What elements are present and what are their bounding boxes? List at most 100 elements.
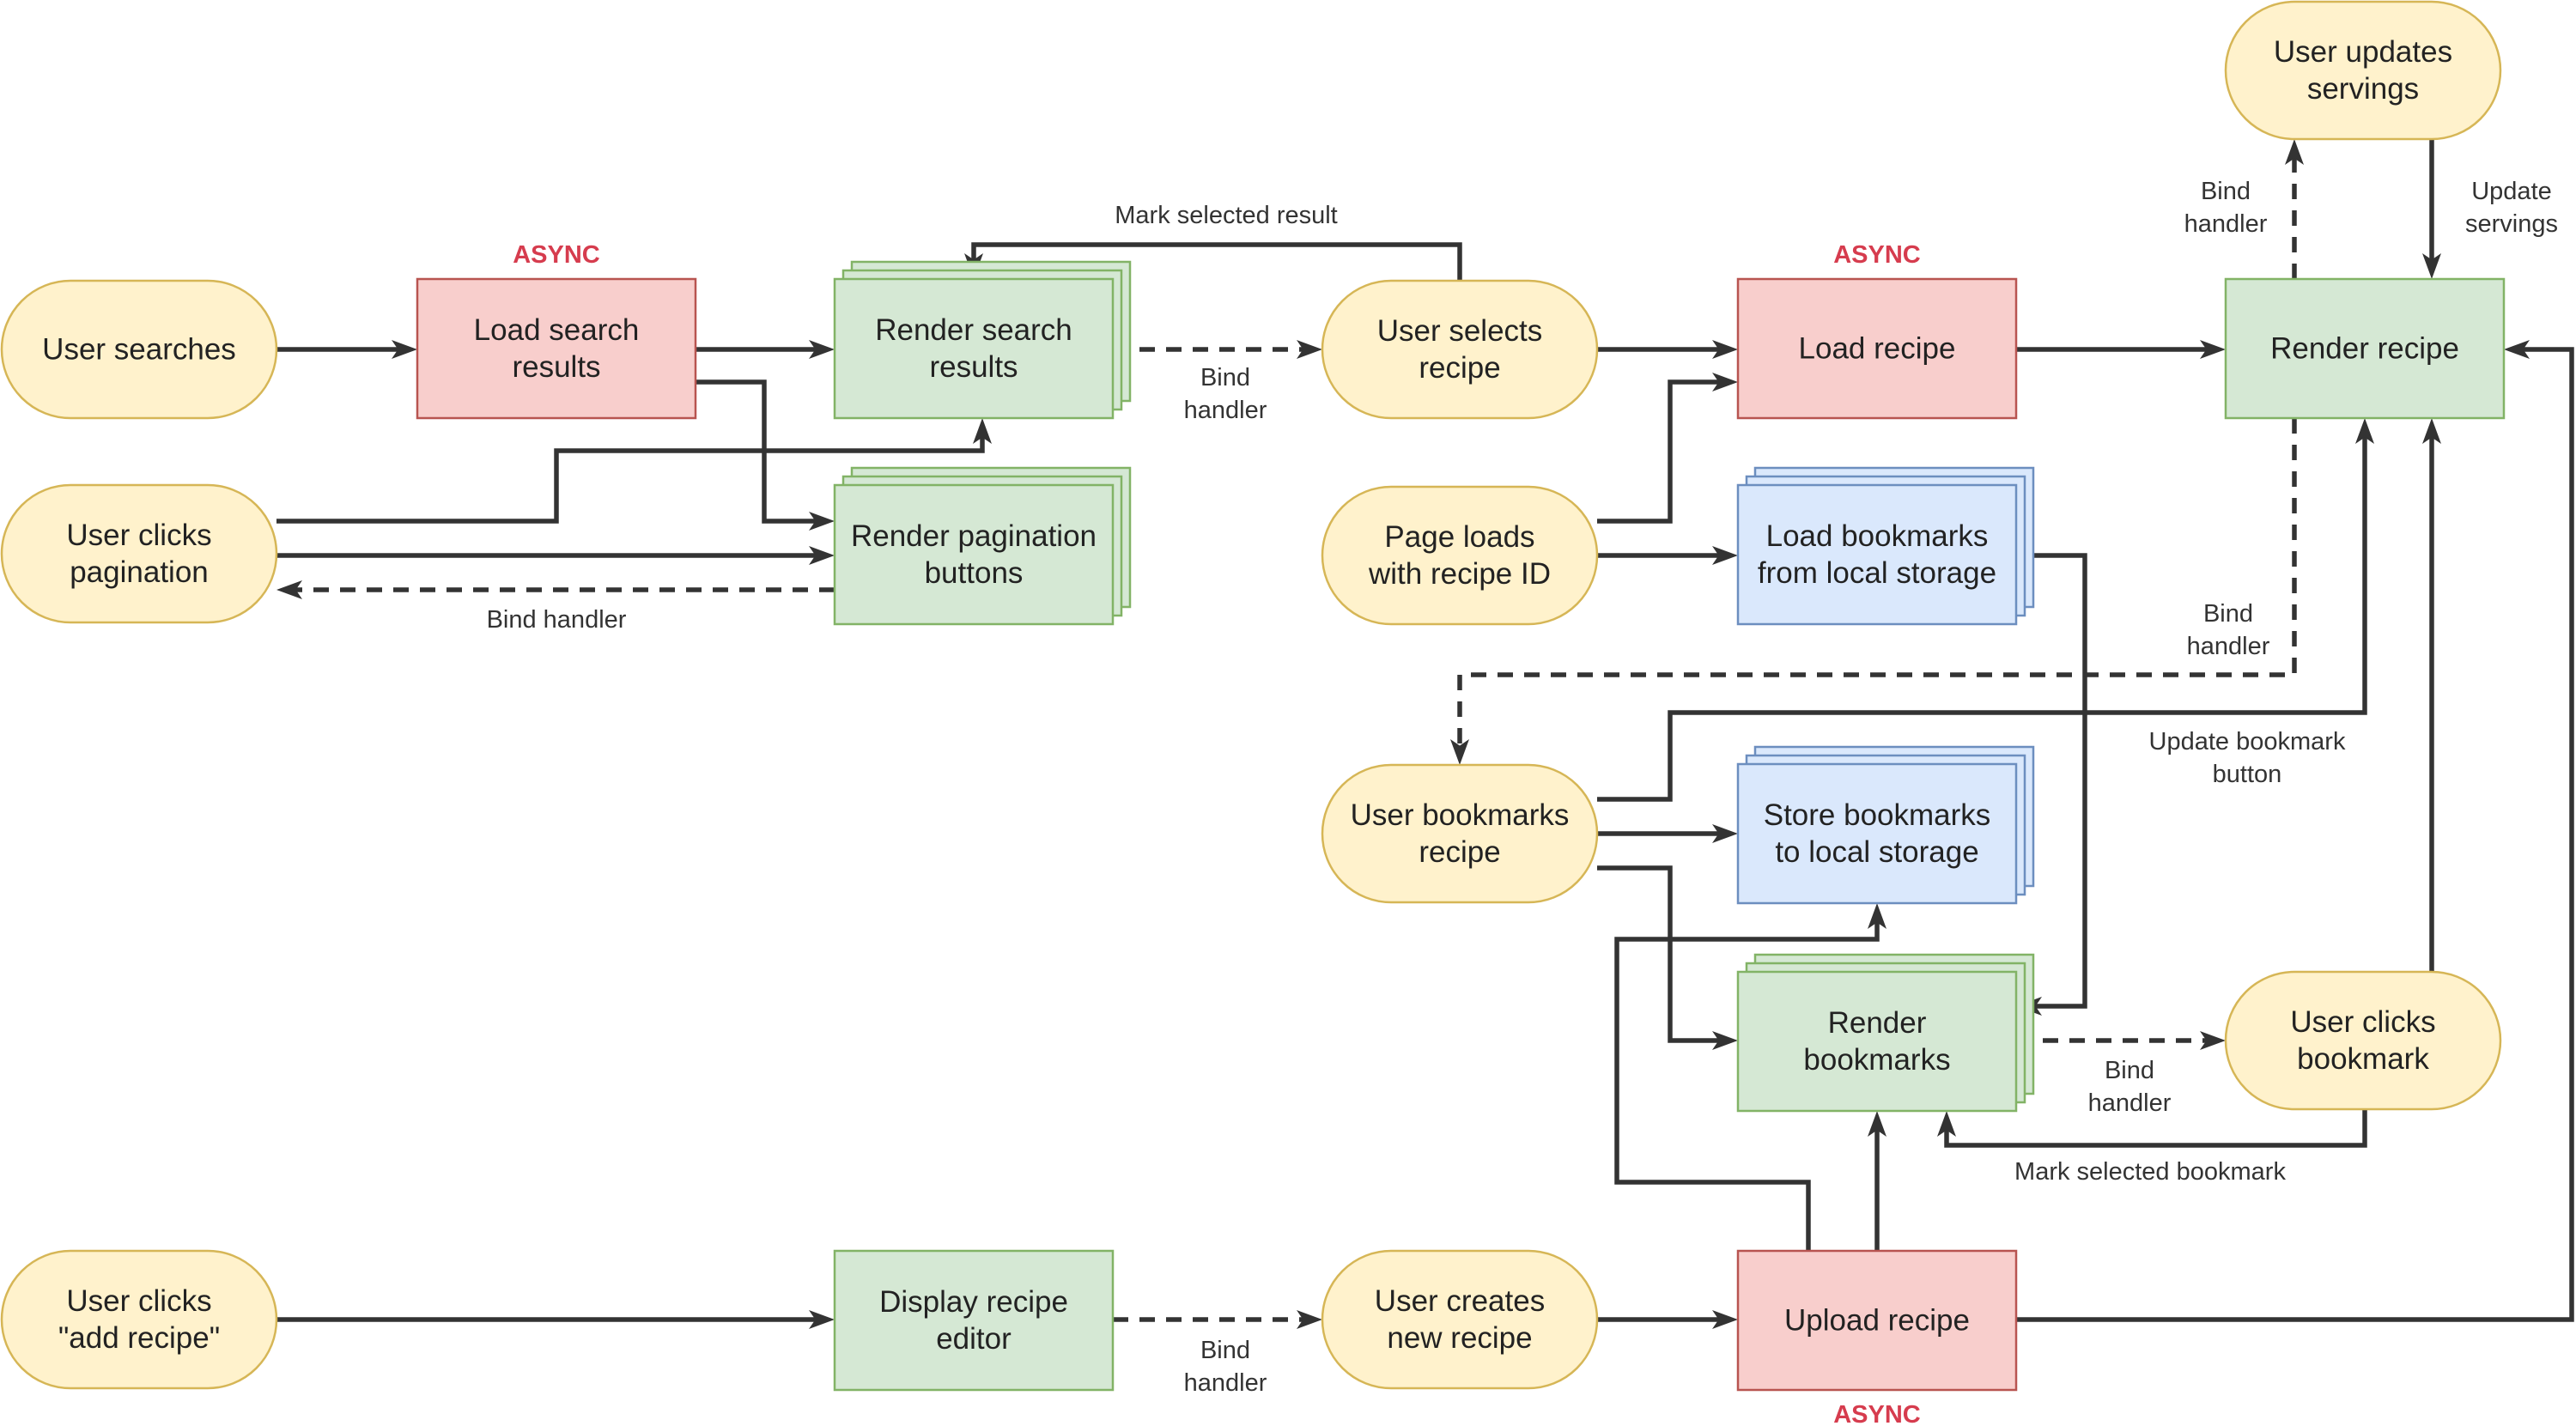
node-label: to local storage bbox=[1775, 835, 1978, 869]
edge-selects-to-load-recipe bbox=[1597, 340, 1738, 359]
arrow-head bbox=[1868, 1111, 1886, 1137]
arrow-head bbox=[809, 546, 835, 565]
edge-label-line: Update bookmark bbox=[2149, 728, 2346, 755]
edge-line bbox=[1597, 379, 1721, 524]
node-label: Render pagination bbox=[851, 519, 1097, 553]
node-shape bbox=[1321, 763, 1599, 904]
node-shape bbox=[416, 277, 697, 420]
edge-render-recipe-bind-servings bbox=[2285, 139, 2304, 279]
arrow-head bbox=[1712, 824, 1738, 843]
node-label: from local storage bbox=[1758, 556, 1996, 590]
node-shape bbox=[0, 279, 278, 420]
arrow-head bbox=[1937, 1111, 1956, 1137]
node-label: pagination bbox=[70, 555, 209, 589]
edge-line bbox=[276, 435, 985, 524]
arrow-head bbox=[2200, 340, 2226, 359]
edge-load-recipe-to-render-recipe bbox=[2016, 340, 2226, 359]
node-shape bbox=[0, 483, 278, 624]
arrow-head bbox=[1297, 1310, 1322, 1329]
diagram-edges bbox=[276, 139, 2574, 1329]
bind-handler-pagination-label: Bind handler bbox=[487, 606, 627, 634]
node-shape bbox=[1321, 1249, 1599, 1390]
bind-handler-servings-label: Bind handler bbox=[2184, 178, 2268, 238]
mark-selected-result-label: Mark selected result bbox=[1115, 202, 1338, 229]
edge-label-line: Bind bbox=[1200, 1337, 1250, 1364]
edge-label-line: Update bbox=[2471, 178, 2552, 205]
node-shape bbox=[1736, 1249, 2018, 1392]
edge-add-recipe-to-editor bbox=[276, 1310, 835, 1329]
node-label: with recipe ID bbox=[1368, 557, 1551, 591]
edge-label-line: Bind bbox=[2201, 178, 2251, 205]
node-label: Load search bbox=[474, 313, 640, 347]
load-recipe-node: Load recipe bbox=[1736, 277, 2018, 420]
edge-clicks-bookmark-to-render-recipe bbox=[2422, 418, 2441, 972]
async-tag: ASYNC bbox=[1833, 1401, 1921, 1426]
node-shape bbox=[833, 277, 1115, 420]
node-label: Store bookmarks bbox=[1764, 798, 1991, 832]
node-label: "add recipe" bbox=[58, 1321, 220, 1355]
upload-recipe-node: Upload recipe bbox=[1736, 1249, 2018, 1392]
arrow-head bbox=[809, 512, 835, 531]
edge-line bbox=[1944, 1109, 2367, 1148]
edge-bookmarks-update-button bbox=[1597, 418, 2374, 802]
arrow-head bbox=[1868, 903, 1886, 929]
edge-pagination-to-pagination bbox=[276, 546, 835, 565]
edge-load-to-render-pagination bbox=[696, 379, 835, 531]
node-label: editor bbox=[936, 1322, 1012, 1356]
edge-page-loads-to-load-recipe bbox=[1597, 373, 1738, 524]
edge-line bbox=[2016, 553, 2087, 1009]
node-shape bbox=[2224, 970, 2502, 1111]
node-shape bbox=[2224, 277, 2506, 420]
edge-label-line: handler bbox=[1184, 397, 1267, 424]
edge-render-bookmarks-bind bbox=[2016, 1031, 2226, 1050]
node-label: results bbox=[512, 350, 600, 384]
node-label: User creates bbox=[1375, 1284, 1545, 1318]
edge-upload-to-render-bookmarks bbox=[1868, 1111, 1886, 1251]
node-shape bbox=[2224, 0, 2502, 141]
arrow-head bbox=[1712, 546, 1738, 565]
user-searches-node: User searches bbox=[0, 279, 278, 420]
edge-render-results-to-selects bbox=[1113, 340, 1322, 359]
node-label: new recipe bbox=[1387, 1321, 1532, 1355]
arrow-head bbox=[2422, 253, 2441, 279]
edge-label-line: button bbox=[2213, 761, 2282, 788]
edge-upload-to-store bbox=[1614, 903, 1886, 1251]
node-label: bookmark bbox=[2297, 1042, 2429, 1076]
edge-label-line: handler bbox=[2187, 633, 2270, 660]
edge-load-to-render-results bbox=[696, 340, 835, 359]
node-label: User clicks bbox=[2290, 1005, 2435, 1039]
edge-bookmarks-to-render-bookmarks bbox=[1597, 865, 1738, 1050]
node-shape bbox=[1736, 483, 2018, 626]
arrow-head bbox=[2504, 340, 2530, 359]
node-label: Display recipe bbox=[879, 1285, 1068, 1319]
node-shape bbox=[0, 1249, 278, 1390]
node-shape bbox=[1736, 762, 2018, 905]
arrow-head bbox=[1712, 340, 1738, 359]
node-shape bbox=[1736, 970, 2018, 1113]
arrow-head bbox=[392, 340, 417, 359]
node-label: Render search bbox=[875, 313, 1072, 347]
update-bookmark-button-label: Update bookmark button bbox=[2149, 728, 2346, 788]
node-label: Load recipe bbox=[1799, 332, 1956, 366]
edge-editor-to-creates bbox=[1113, 1310, 1322, 1329]
edge-label-line: Mark selected bookmark bbox=[2014, 1158, 2286, 1186]
async-tag: ASYNC bbox=[513, 241, 600, 269]
edge-label-line: handler bbox=[2184, 210, 2268, 238]
node-shape bbox=[1321, 485, 1599, 626]
node-label: User bookmarks bbox=[1351, 798, 1570, 832]
node-shape bbox=[1736, 277, 2018, 420]
